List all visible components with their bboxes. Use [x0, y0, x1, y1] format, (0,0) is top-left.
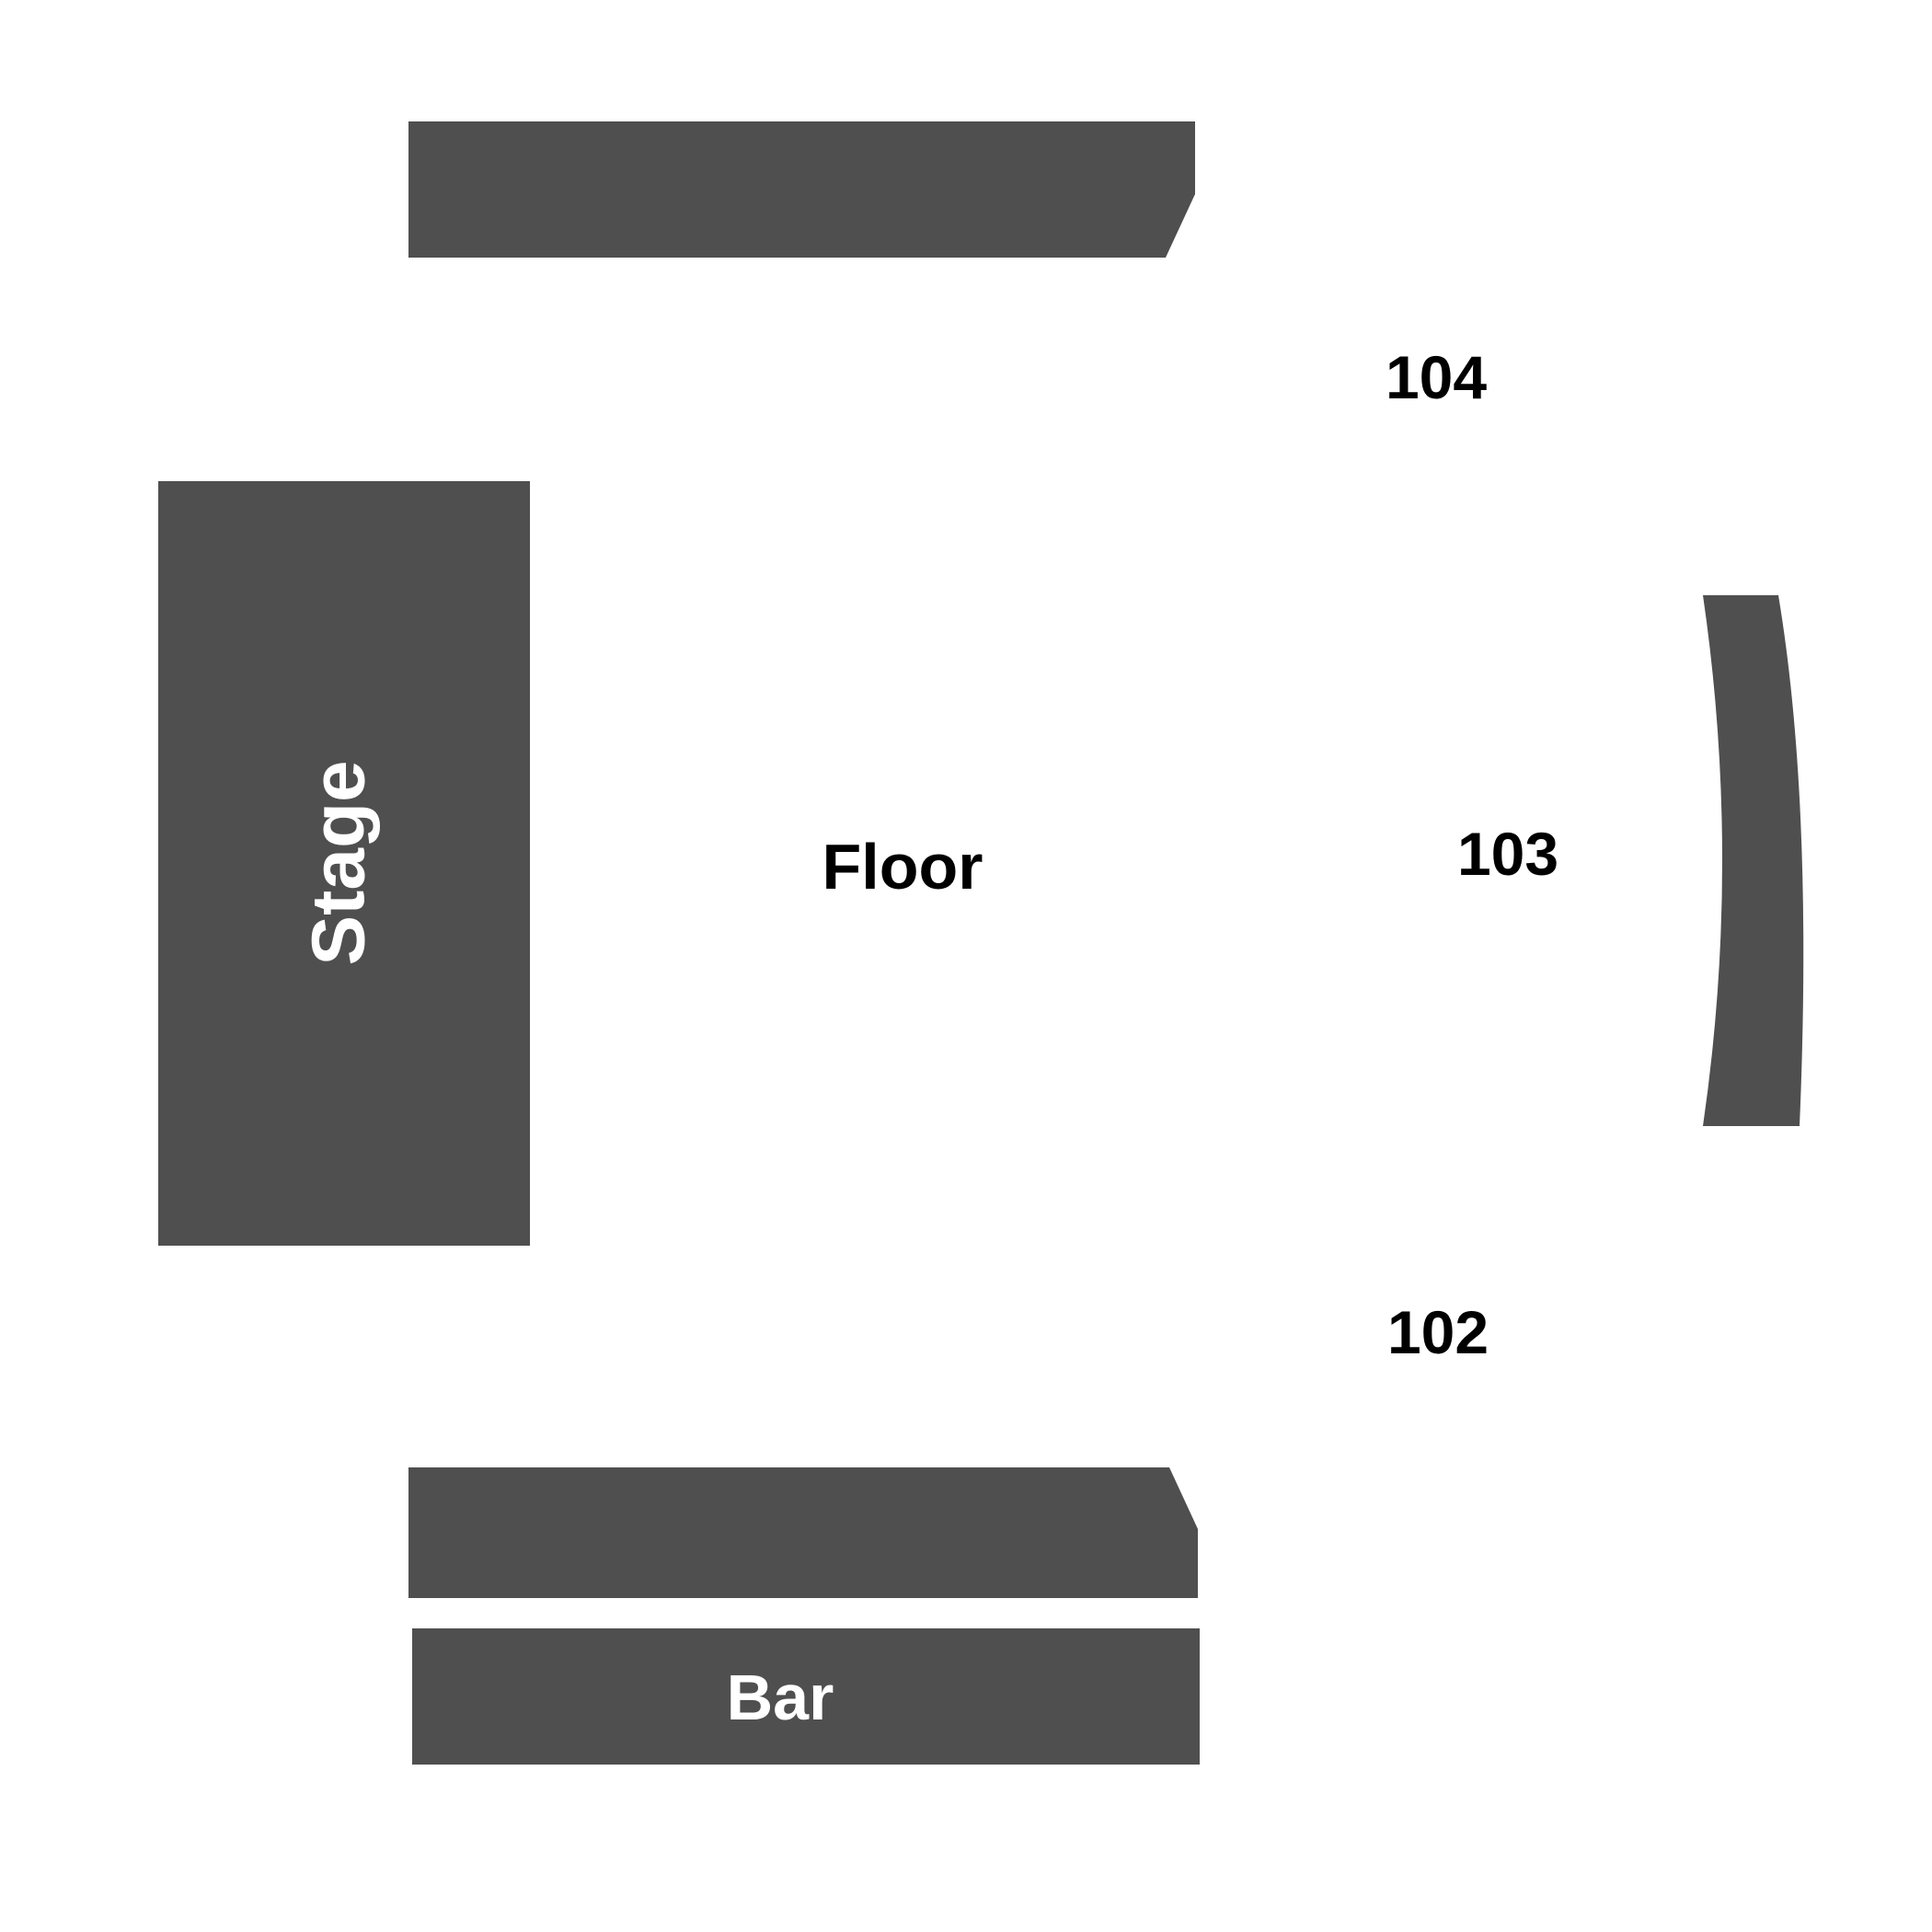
- section-102-block[interactable]: [408, 1467, 1198, 1598]
- section-103-block[interactable]: [1703, 595, 1804, 1126]
- section-103-label[interactable]: 103: [1457, 820, 1558, 888]
- stage-label: Stage: [297, 760, 381, 965]
- floor-label[interactable]: Floor: [822, 831, 983, 903]
- section-104-label[interactable]: 104: [1386, 343, 1487, 411]
- section-102-label[interactable]: 102: [1387, 1298, 1489, 1366]
- stage-block: [158, 481, 530, 1246]
- section-104-block[interactable]: [408, 121, 1195, 258]
- bar-block: [412, 1628, 1200, 1765]
- bar-label: Bar: [727, 1662, 834, 1733]
